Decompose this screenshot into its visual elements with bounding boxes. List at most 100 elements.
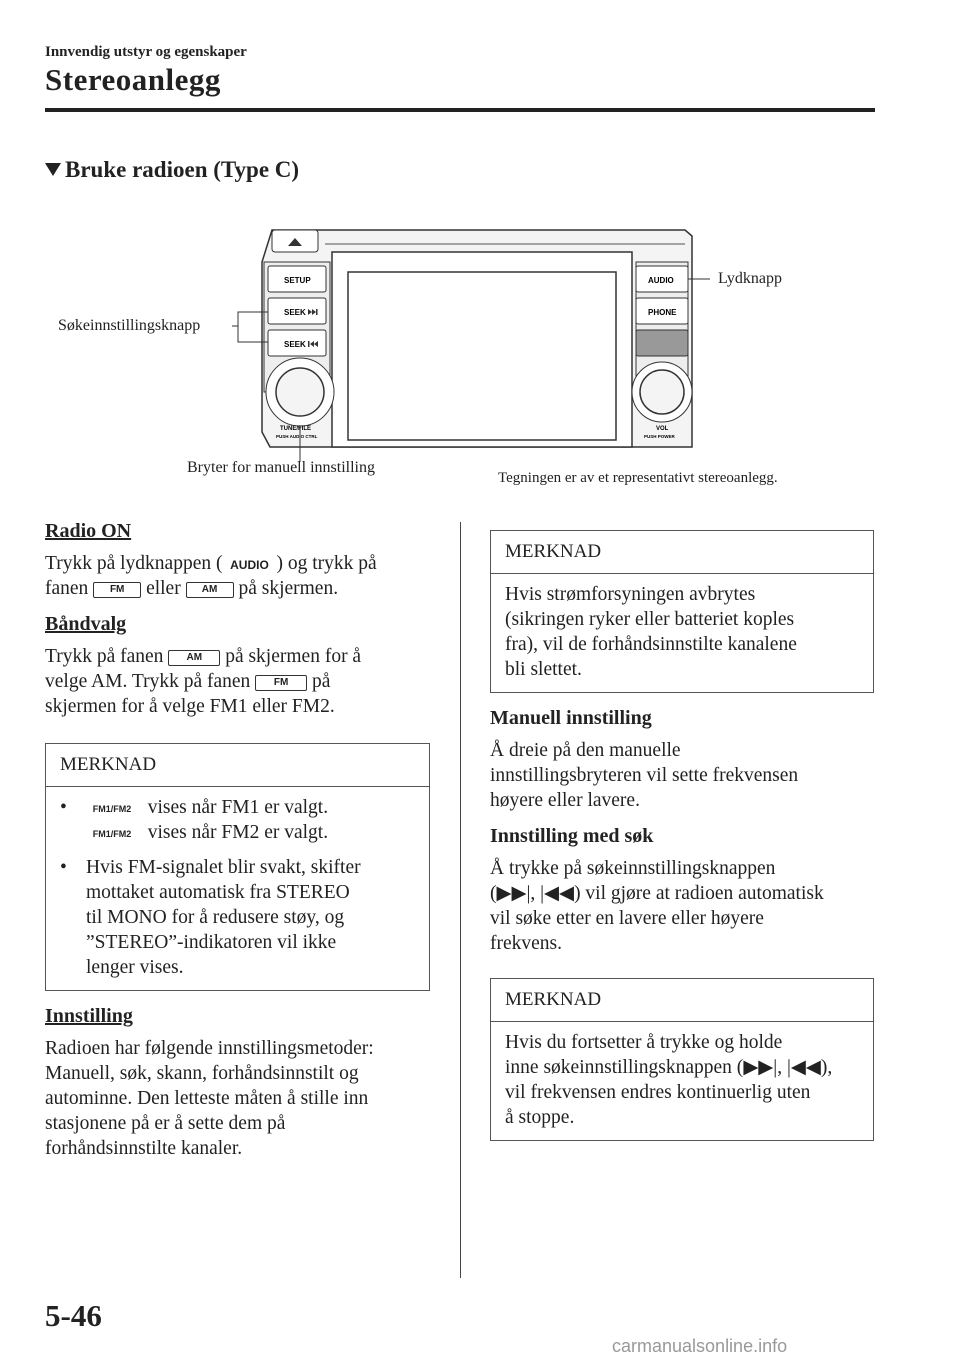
radio-on-title: Radio ON	[45, 520, 132, 542]
am-tab-icon: AM	[185, 581, 234, 598]
seek-rest: ) vil gjøre at radioen automatisk	[574, 883, 824, 904]
bullet-dot: •	[60, 797, 67, 818]
seek-prev-icon: |◀◀	[540, 883, 575, 904]
seek-text: Å trykke på søkeinnstillingsknappen (▶▶|…	[490, 856, 874, 956]
setting-line: autominne. Den letteste måten å stille i…	[45, 1088, 369, 1109]
seek-line: Å trykke på søkeinnstillingsknappen	[490, 858, 776, 879]
note3-text-a: inne søkeinnstillingsknappen (	[505, 1057, 744, 1078]
radio-on-text-1: Trykk på lydknappen (	[45, 553, 223, 574]
radio-on-text-2: ) og trykk på	[276, 553, 377, 574]
bullet-dot: •	[60, 857, 67, 878]
setting-line: Manuell, søk, skann, forhåndsinnstilt og	[45, 1063, 359, 1084]
seek-line: frekvens.	[490, 933, 563, 954]
radio-on-text-3: fanen	[45, 578, 89, 599]
setting-line: stasjonene på er å sette dem på	[45, 1113, 286, 1134]
audio-button: AUDIO	[648, 276, 674, 285]
manual-text: Å dreie på den manuelle innstillingsbryt…	[490, 738, 874, 813]
figure-caption: Tegningen er av et representativt stereo…	[498, 470, 778, 486]
manual-line: Å dreie på den manuelle	[490, 740, 681, 761]
note-body: Hvis du fortsetter å trykke og holde inn…	[491, 1022, 873, 1140]
seek-next-button: SEEK	[284, 308, 306, 317]
label-seek-button: Søkeinnstillingsknapp	[58, 317, 201, 334]
band-text-5: skjermen for å velge FM1 eller FM2.	[45, 696, 335, 717]
triangle-icon	[45, 163, 61, 176]
bullet-item: • FM1/FM2 vises når FM1 er valgt. FM1/FM…	[60, 795, 415, 845]
label-manual-switch: Bryter for manuell innstilling	[187, 459, 375, 476]
note-line: fra), vil de forhåndsinnstilte kanalene	[505, 634, 797, 655]
seek-prev-icon: |◀◀	[786, 1057, 821, 1078]
seek-next-icon: ▶▶|	[496, 883, 531, 904]
vol-knob-sublabel: PUSH POWER	[644, 434, 676, 439]
note-body: • FM1/FM2 vises når FM1 er valgt. FM1/FM…	[46, 787, 429, 990]
fm2-text: vises når FM2 er valgt.	[147, 822, 329, 843]
column-divider	[460, 522, 461, 1278]
page-number: 5-46	[45, 1298, 102, 1333]
seek-paren: (	[490, 883, 497, 904]
radio-on-text: Trykk på lydknappen (AUDIO) og trykk på …	[45, 551, 440, 601]
band-title: Båndvalg	[45, 613, 127, 635]
note3-comma: ,	[777, 1057, 783, 1078]
note-box-1: MERKNAD • FM1/FM2 vises når FM1 er valgt…	[45, 743, 430, 991]
title-rule	[45, 108, 875, 112]
note-heading: MERKNAD	[491, 531, 873, 574]
note-line: Hvis du fortsetter å trykke og holde	[505, 1032, 783, 1053]
note-line: Hvis strømforsyningen avbrytes	[505, 584, 756, 605]
fm-tab-icon-2: FM	[255, 674, 308, 691]
setup-button: SETUP	[284, 276, 311, 285]
note-box-3: MERKNAD Hvis du fortsetter å trykke og h…	[490, 978, 874, 1141]
note-line: til MONO for å redusere støy, og	[86, 907, 345, 928]
seek-prev-button: SEEK	[284, 340, 306, 349]
manual-line: innstillingsbryteren vil sette frekvense…	[490, 765, 799, 786]
note-line: mottaket automatisk fra STEREO	[86, 882, 350, 903]
note-line: lenger vises.	[86, 957, 184, 978]
note-body: Hvis strømforsyningen avbrytes (sikringe…	[491, 574, 873, 692]
note3-text-c: ),	[820, 1057, 833, 1078]
tune-knob-sublabel: PUSH AUDIO CTRL	[276, 434, 318, 439]
note-box-2: MERKNAD Hvis strømforsyningen avbrytes (…	[490, 530, 874, 693]
setting-text: Radioen har følgende innstillingsmetoder…	[45, 1036, 440, 1161]
band-text-2: på skjermen for å	[225, 646, 362, 667]
am-tab-icon-2: AM	[168, 649, 221, 666]
note-heading: MERKNAD	[46, 744, 429, 787]
audio-icon: AUDIO	[222, 557, 277, 572]
seek-line: (▶▶|, |◀◀) vil gjøre at radioen automati…	[490, 881, 874, 906]
fm1-icon: FM1/FM2	[86, 801, 138, 816]
left-column: Radio ON Trykk på lydknappen (AUDIO) og …	[45, 520, 440, 1161]
note-line: ”STEREO”-indikatoren vil ikke	[86, 932, 337, 953]
setting-line: forhåndsinnstilte kanaler.	[45, 1138, 243, 1159]
watermark: carmanualsonline.info	[612, 1336, 788, 1356]
section-label: Innvendig utstyr og egenskaper	[45, 44, 247, 60]
radio-on-text-4: eller	[146, 578, 181, 599]
note-line: å stoppe.	[505, 1107, 575, 1128]
fm2-icon: FM1/FM2	[86, 826, 138, 841]
band-text-3: velge AM. Trykk på fanen	[45, 671, 251, 692]
radio-on-text-5: på skjermen.	[238, 578, 339, 599]
manual-line: høyere eller lavere.	[490, 790, 640, 811]
label-lydknapp: Lydknapp	[718, 270, 782, 287]
fm-tab-icon: FM	[93, 581, 142, 598]
band-text-1: Trykk på fanen	[45, 646, 164, 667]
vol-knob-label: VOL	[656, 426, 669, 432]
note-heading: MERKNAD	[491, 979, 873, 1022]
setting-line: Radioen har følgende innstillingsmetoder…	[45, 1038, 374, 1059]
seek-next-icon: ▶▶|	[743, 1057, 778, 1078]
chapter-title: Stereoanlegg	[45, 62, 221, 97]
seek-title: Innstilling med søk	[490, 825, 654, 847]
phone-button: PHONE	[648, 308, 677, 317]
section-heading-text: Bruke radioen (Type C)	[65, 157, 300, 182]
manual-title: Manuell innstilling	[490, 707, 652, 729]
band-text-4: på	[312, 671, 331, 692]
bullet-item: • Hvis FM-signalet blir svakt, skifter m…	[60, 855, 415, 980]
tune-knob-label: TUNE/FILE	[280, 426, 311, 432]
seek-comma: ,	[530, 883, 536, 904]
setting-title: Innstilling	[45, 1005, 133, 1027]
note-line: Hvis FM-signalet blir svakt, skifter	[86, 857, 361, 878]
section-heading: Bruke radioen (Type C)	[45, 157, 299, 183]
stereo-unit-illustration: SETUP SEEK SEEK AUDIO PHONE TUNE/FILE PU…	[232, 229, 710, 462]
fm1-text: vises når FM1 er valgt.	[147, 797, 329, 818]
note-line: (sikringen ryker eller batteriet koples	[505, 609, 795, 630]
band-text: Trykk på fanen AM på skjermen for å velg…	[45, 644, 440, 719]
right-column: MERKNAD Hvis strømforsyningen avbrytes (…	[490, 530, 874, 1141]
seek-line: vil søke etter en lavere eller høyere	[490, 908, 764, 929]
note-line: vil frekvensen endres kontinuerlig uten	[505, 1082, 811, 1103]
